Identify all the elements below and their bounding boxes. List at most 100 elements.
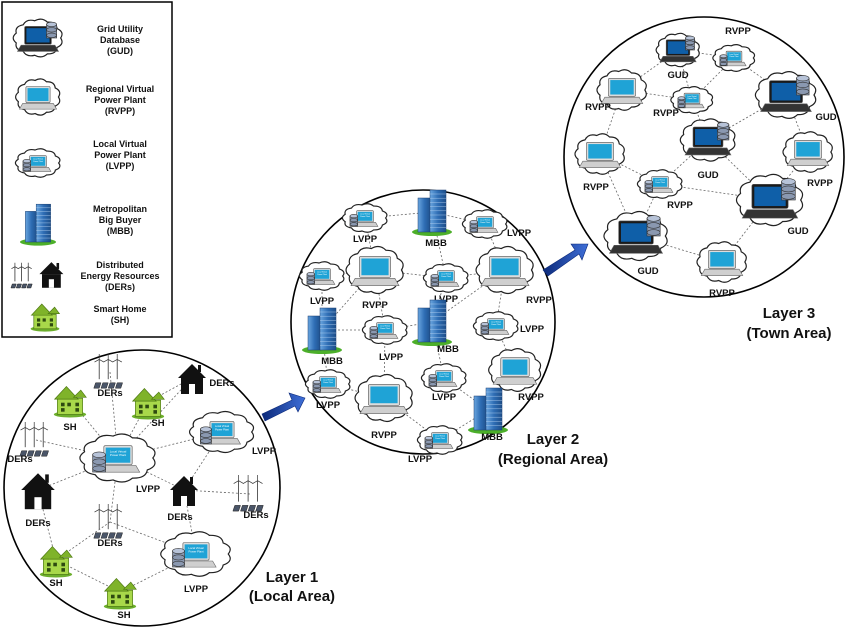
mbb-icon [20,203,56,246]
node-label: LVPP [434,294,459,305]
database-ring [796,81,810,88]
database-ring [644,180,653,185]
home-window [125,594,129,599]
database-ring [781,185,796,193]
network-link [635,235,723,263]
node-label: LVPP [310,296,335,307]
screen-text: Local Virtual [110,449,127,453]
rvpp-icon: RVPP [696,241,747,299]
home-window [75,402,79,407]
screen-text: Power Plant [491,323,501,326]
ders-house [39,262,64,288]
database-ring [306,280,315,285]
solar-panel [115,382,123,389]
legend-label: Regional Virtual [86,84,154,94]
network-link [431,269,506,323]
node-label: MBB [321,356,343,367]
turbine-blade [108,509,114,513]
ders-icon: DERs [93,504,123,549]
house-door [189,384,195,394]
database-ring [428,374,437,379]
laptop-keyboard [684,147,732,156]
laptop-keyboard [18,103,58,110]
turbine-blade [94,359,100,363]
laptop-keyboard [741,209,799,219]
solar-panel [107,532,116,539]
database-ring [312,384,321,389]
solar-panel [232,505,241,512]
database-ring [424,440,433,445]
laptop-keyboard [608,244,664,254]
legend-label: Smart Home [93,304,146,314]
screen-text: Local Virtual [655,179,665,182]
node-label: RVPP [371,430,397,441]
laptop-screen [436,371,452,381]
turbine-blade [34,427,40,431]
layer-1-title: Layer 1 [266,569,319,586]
turbine-blade [17,266,22,269]
legend-label: Energy Resources [80,271,159,281]
screen-text: Local Virtual [323,379,333,382]
mbb-icon: MBB [412,299,459,355]
turbine-blade [28,266,32,269]
turbine-blade [24,266,29,269]
turbine-blade [94,509,100,513]
legend-label: (DERs) [105,282,135,292]
laptop-keyboard [480,278,530,286]
network-link [599,153,661,185]
house-chimney [198,365,201,372]
turbine-blade [117,359,123,363]
laptop-screen [667,41,689,54]
database-ring [644,188,653,193]
ders-icon: DERs [21,473,55,529]
screen-text: Local Virtual [439,373,449,376]
screen-text: Power Plant [188,549,203,553]
turbine-blade [233,480,239,484]
database-ring [312,388,321,393]
laptop-screen [314,269,330,279]
laptop-screen [377,323,393,333]
node-label: RVPP [725,26,751,37]
solar-panel [115,532,123,539]
network-link [599,153,637,237]
rvpp-icon: RVPP [782,131,834,189]
node-label: SH [63,422,76,433]
turbine-blade [112,359,118,363]
home-window [42,318,46,322]
node-label: LVPP [520,324,545,335]
network-link [707,94,787,141]
screen-text: Local Virtual [360,213,370,216]
database-ring [430,282,439,287]
laptop-screen [610,80,634,95]
screen-text: Local Virtual [188,546,204,550]
home-roof [103,577,129,592]
tower-left [473,395,488,431]
screen-text: Power Plant [215,427,229,431]
solar-panel [100,382,109,389]
database-ring [781,193,796,200]
database-ring [369,326,378,331]
house-roof [21,473,55,490]
database-ring [369,330,378,335]
node-label: DERs [25,518,50,529]
screen-text: Power Plant [360,215,370,218]
node-label: RVPP [709,288,735,299]
laptop-screen [695,129,721,145]
turbine-blade [43,427,49,431]
screen-text: Power Plant [110,453,126,457]
ders-icon [10,262,64,289]
home-body [43,557,69,575]
home-roof [39,545,65,560]
home-window [61,562,65,567]
database-ring [22,159,31,164]
legend-label: (GUD) [107,46,133,56]
home-window [117,594,121,599]
home-window [153,410,157,414]
legend-label: Power Plant [94,95,146,105]
database-ring [469,228,478,233]
